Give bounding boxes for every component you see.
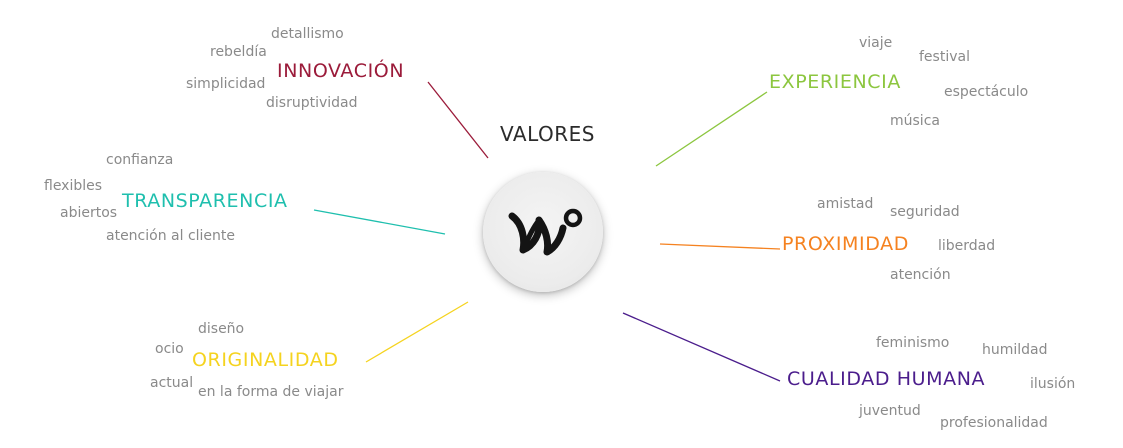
word-espectaculo: espectáculo [944, 84, 1029, 100]
word-feminismo: feminismo [876, 335, 950, 351]
category-experiencia: EXPERIENCIA [769, 71, 901, 93]
word-abiertos: abiertos [60, 205, 118, 221]
word-actual: actual [150, 375, 194, 391]
connector-experiencia [655, 91, 768, 167]
category-cualidad-humana: CUALIDAD HUMANA [787, 368, 986, 390]
word-diseno: diseño [198, 321, 245, 337]
category-transparencia: TRANSPARENCIA [122, 190, 288, 212]
word-musica: música [890, 113, 940, 129]
word-profesionalidad: profesionalidad [940, 415, 1048, 431]
connector-transparencia [313, 209, 446, 235]
word-liberdad: liberdad [938, 238, 996, 254]
connector-innovacion [427, 81, 489, 159]
connector-originalidad [365, 301, 469, 363]
word-festival: festival [919, 49, 970, 65]
word-confianza: confianza [106, 152, 174, 168]
wave-logo-icon [508, 208, 583, 256]
connector-cualidad [622, 312, 781, 382]
word-atencion: atención [890, 267, 951, 283]
connector-proximidad [659, 243, 781, 250]
word-juventud: juventud [859, 403, 921, 419]
word-disruptividad: disruptividad [266, 95, 358, 111]
word-ocio: ocio [155, 341, 184, 357]
word-rebeldia: rebeldía [210, 44, 267, 60]
word-ilusion: ilusión [1030, 376, 1076, 392]
category-innovacion: INNOVACIÓN [277, 60, 405, 82]
word-amistad: amistad [817, 196, 874, 212]
word-seguridad: seguridad [890, 204, 960, 220]
category-originalidad: ORIGINALIDAD [192, 349, 339, 371]
diagram-title: VALORES [500, 122, 595, 146]
word-simplicidad: simplicidad [186, 76, 266, 92]
word-flexibles: flexibles [44, 178, 103, 194]
word-humildad: humildad [982, 342, 1048, 358]
category-proximidad: PROXIMIDAD [782, 233, 909, 255]
word-viaje: viaje [859, 35, 893, 51]
word-detallismo: detallismo [271, 26, 344, 42]
center-hub [483, 172, 603, 292]
word-en-la-forma-de-viajar: en la forma de viajar [198, 384, 344, 400]
word-atencion-al-cliente: atención al cliente [106, 228, 236, 244]
